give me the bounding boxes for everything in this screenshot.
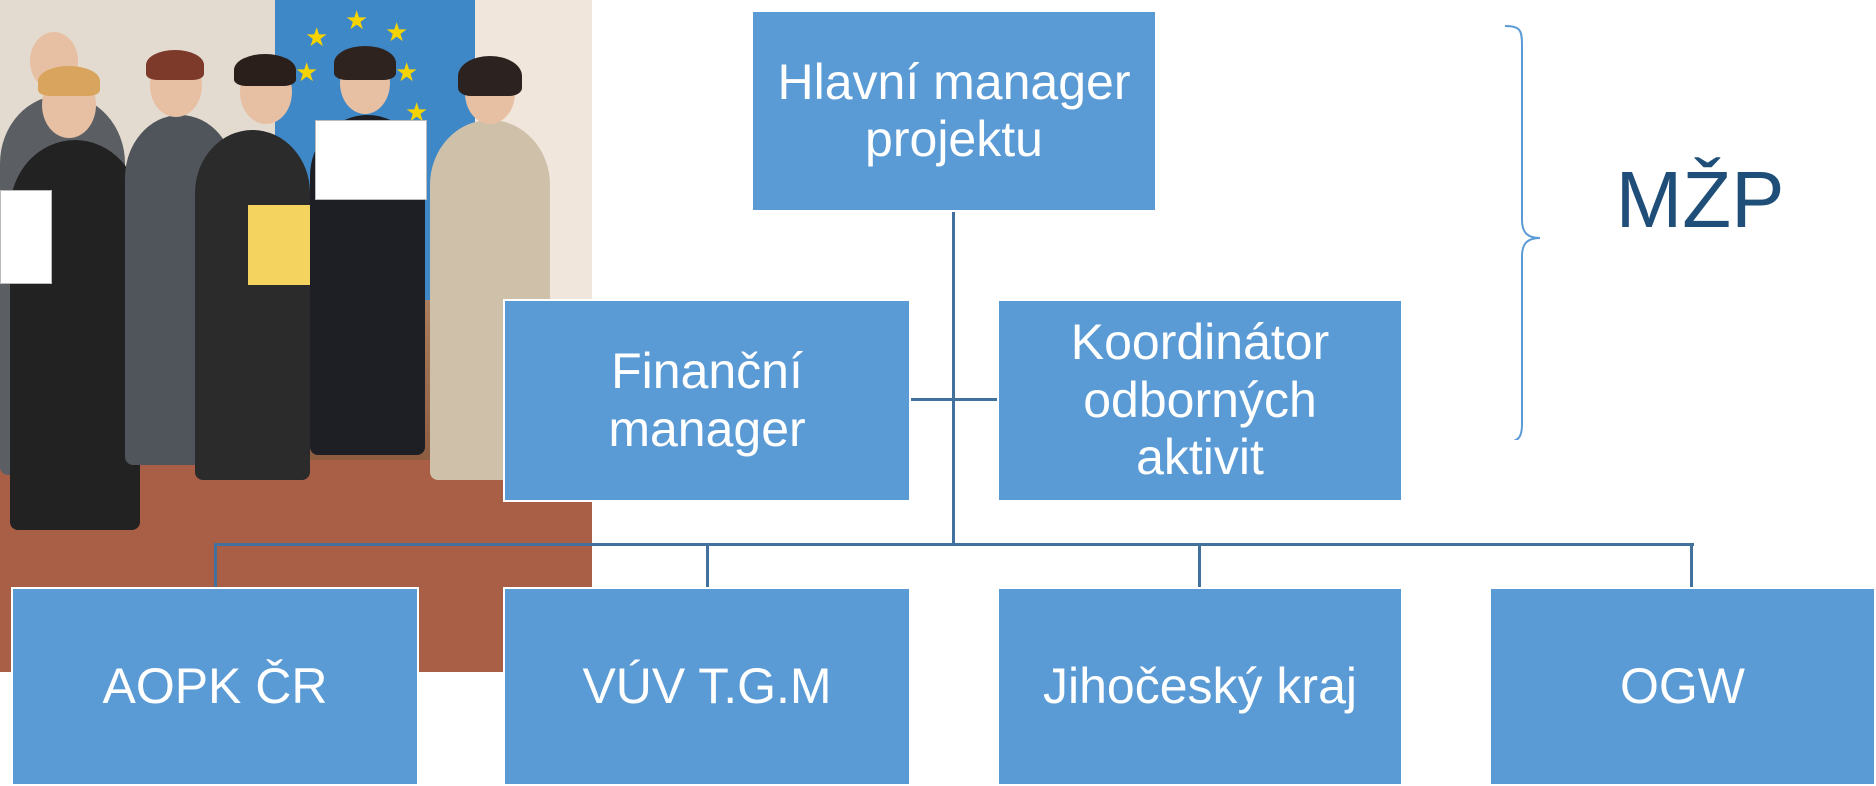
person-6-hair (458, 56, 522, 96)
person-2-hair (38, 66, 100, 96)
node-right-mid: Koordinátor odborných aktivit (997, 299, 1403, 502)
person-5-hair (334, 46, 396, 80)
node-bottom-2: VÚV T.G.M (503, 587, 911, 786)
person-4 (195, 130, 310, 480)
interreg-sign-left (0, 190, 52, 284)
node-root: Hlavní manager projektu (751, 10, 1157, 212)
connector-bottom-bus (214, 543, 1694, 546)
node-right-mid-label: Koordinátor odborných aktivit (1070, 314, 1330, 486)
node-root-label: Hlavní manager projektu (777, 53, 1131, 168)
node-bottom-1-label: AOPK ČR (102, 657, 328, 714)
node-left-mid: Finanční manager (503, 299, 911, 502)
node-bottom-4-label: OGW (1620, 657, 1745, 714)
brace-label: MŽP (1615, 155, 1785, 244)
node-bottom-4: OGW (1489, 587, 1876, 786)
interreg-sign-right (315, 120, 427, 200)
node-bottom-3-label: Jihočeský kraj (1043, 657, 1357, 714)
node-bottom-3: Jihočeský kraj (997, 587, 1403, 786)
person-3-hair (146, 50, 204, 80)
connector-drop-3 (1198, 543, 1201, 587)
connector-drop-2 (706, 543, 709, 587)
node-bottom-2-label: VÚV T.G.M (582, 657, 832, 714)
person-4-hair (234, 54, 296, 86)
node-bottom-1: AOPK ČR (11, 587, 419, 786)
connector-mid-horizontal (910, 398, 998, 401)
node-left-mid-label: Finanční manager (608, 343, 806, 457)
connector-drop-1 (214, 543, 217, 587)
connector-drop-4 (1690, 543, 1693, 587)
yellow-folder (248, 205, 310, 285)
connector-root-trunk (952, 212, 955, 545)
right-brace (1504, 25, 1541, 440)
